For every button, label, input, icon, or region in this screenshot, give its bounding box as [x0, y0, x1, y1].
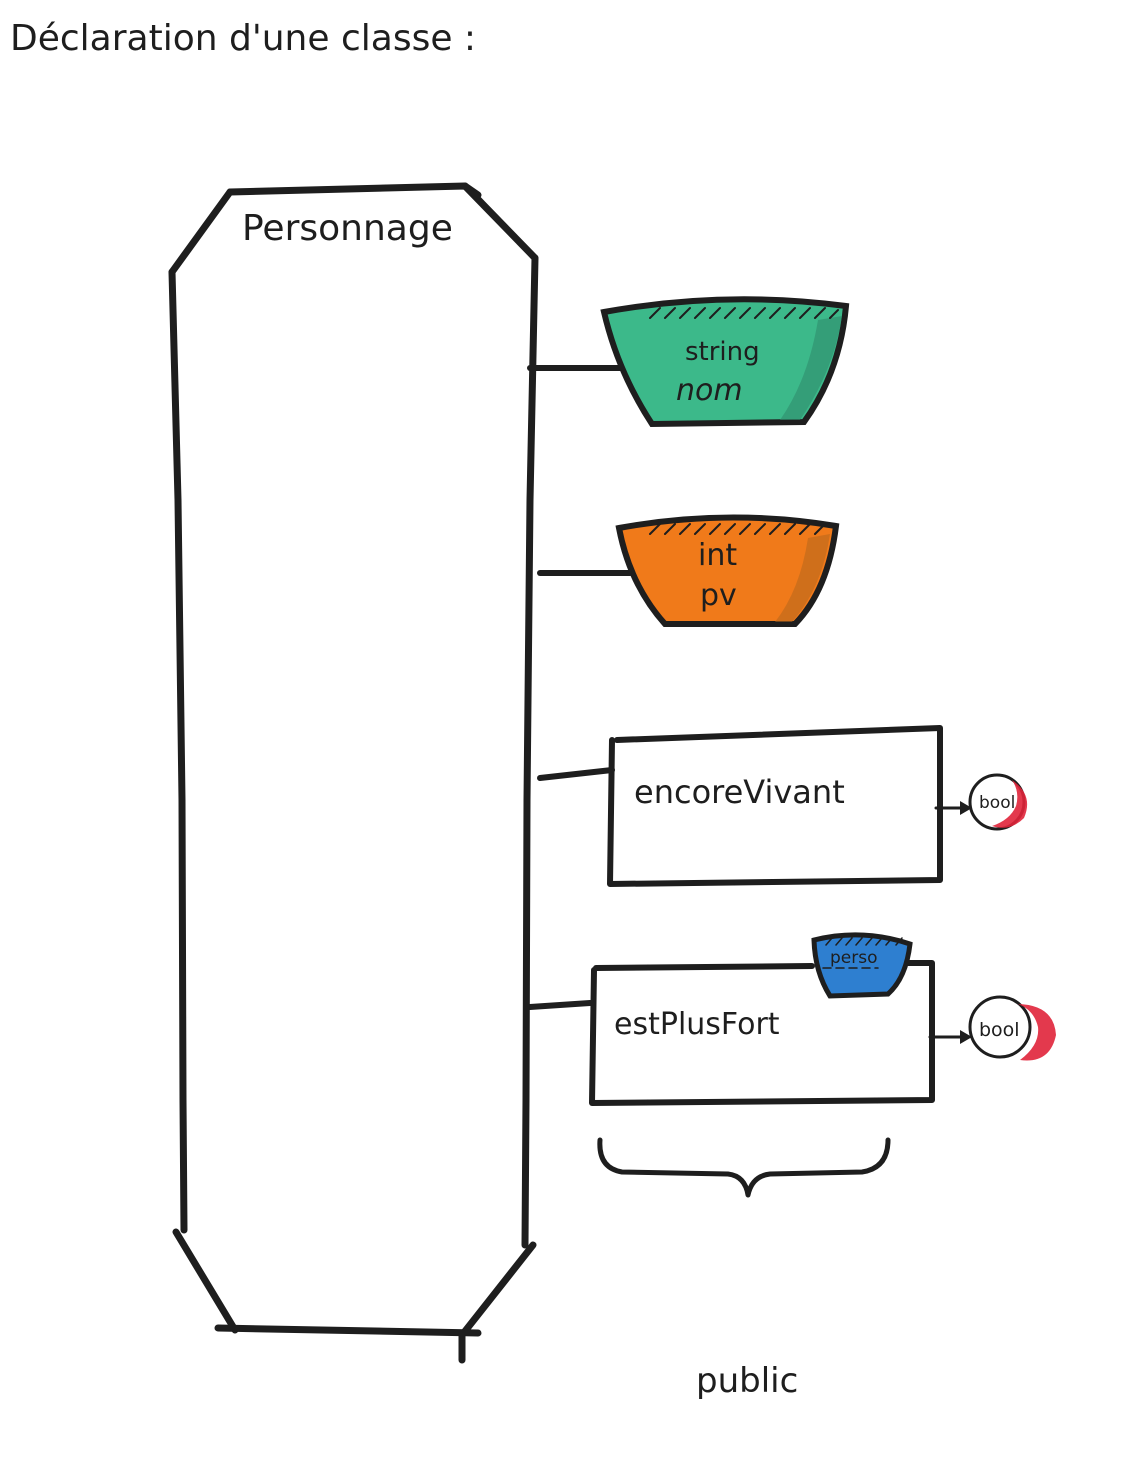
- return-arrowhead: [960, 801, 972, 815]
- method-encorevivant: encoreVivant bool: [537, 725, 1028, 887]
- class-body: [168, 182, 539, 1364]
- parameter-name: perso: [830, 948, 878, 968]
- return-type-label: bool: [979, 1019, 1020, 1041]
- attribute-bowl: [600, 296, 850, 428]
- visibility-brace: [597, 1137, 891, 1198]
- method-name: encoreVivant: [634, 773, 845, 811]
- visibility-label: public: [696, 1361, 798, 1401]
- class-name: Personnage: [242, 208, 453, 249]
- method-name: estPlusFort: [614, 1007, 780, 1042]
- attribute-name: pv: [700, 578, 737, 613]
- return-arrowhead: [960, 1030, 972, 1044]
- parameter-bowl: [811, 932, 913, 999]
- method-estplusfort: estPlusFort perso bool: [527, 932, 1056, 1106]
- return-type-fill: [1018, 1004, 1056, 1061]
- return-type-label: bool: [979, 793, 1015, 813]
- attribute-int-pv: int pv: [537, 514, 840, 627]
- attribute-type: int: [698, 538, 737, 573]
- attribute-name: nom: [676, 373, 743, 408]
- attribute-string-nom: string nom: [527, 296, 850, 428]
- attribute-type: string: [685, 337, 760, 367]
- attribute-bowl: [615, 514, 840, 627]
- bowl-shadow: [775, 534, 830, 622]
- bowl-shadow: [780, 316, 842, 420]
- diagram-title: Déclaration d'une classe :: [10, 18, 476, 59]
- return-type-fill: [992, 780, 1028, 828]
- return-type-circle: [968, 995, 1032, 1059]
